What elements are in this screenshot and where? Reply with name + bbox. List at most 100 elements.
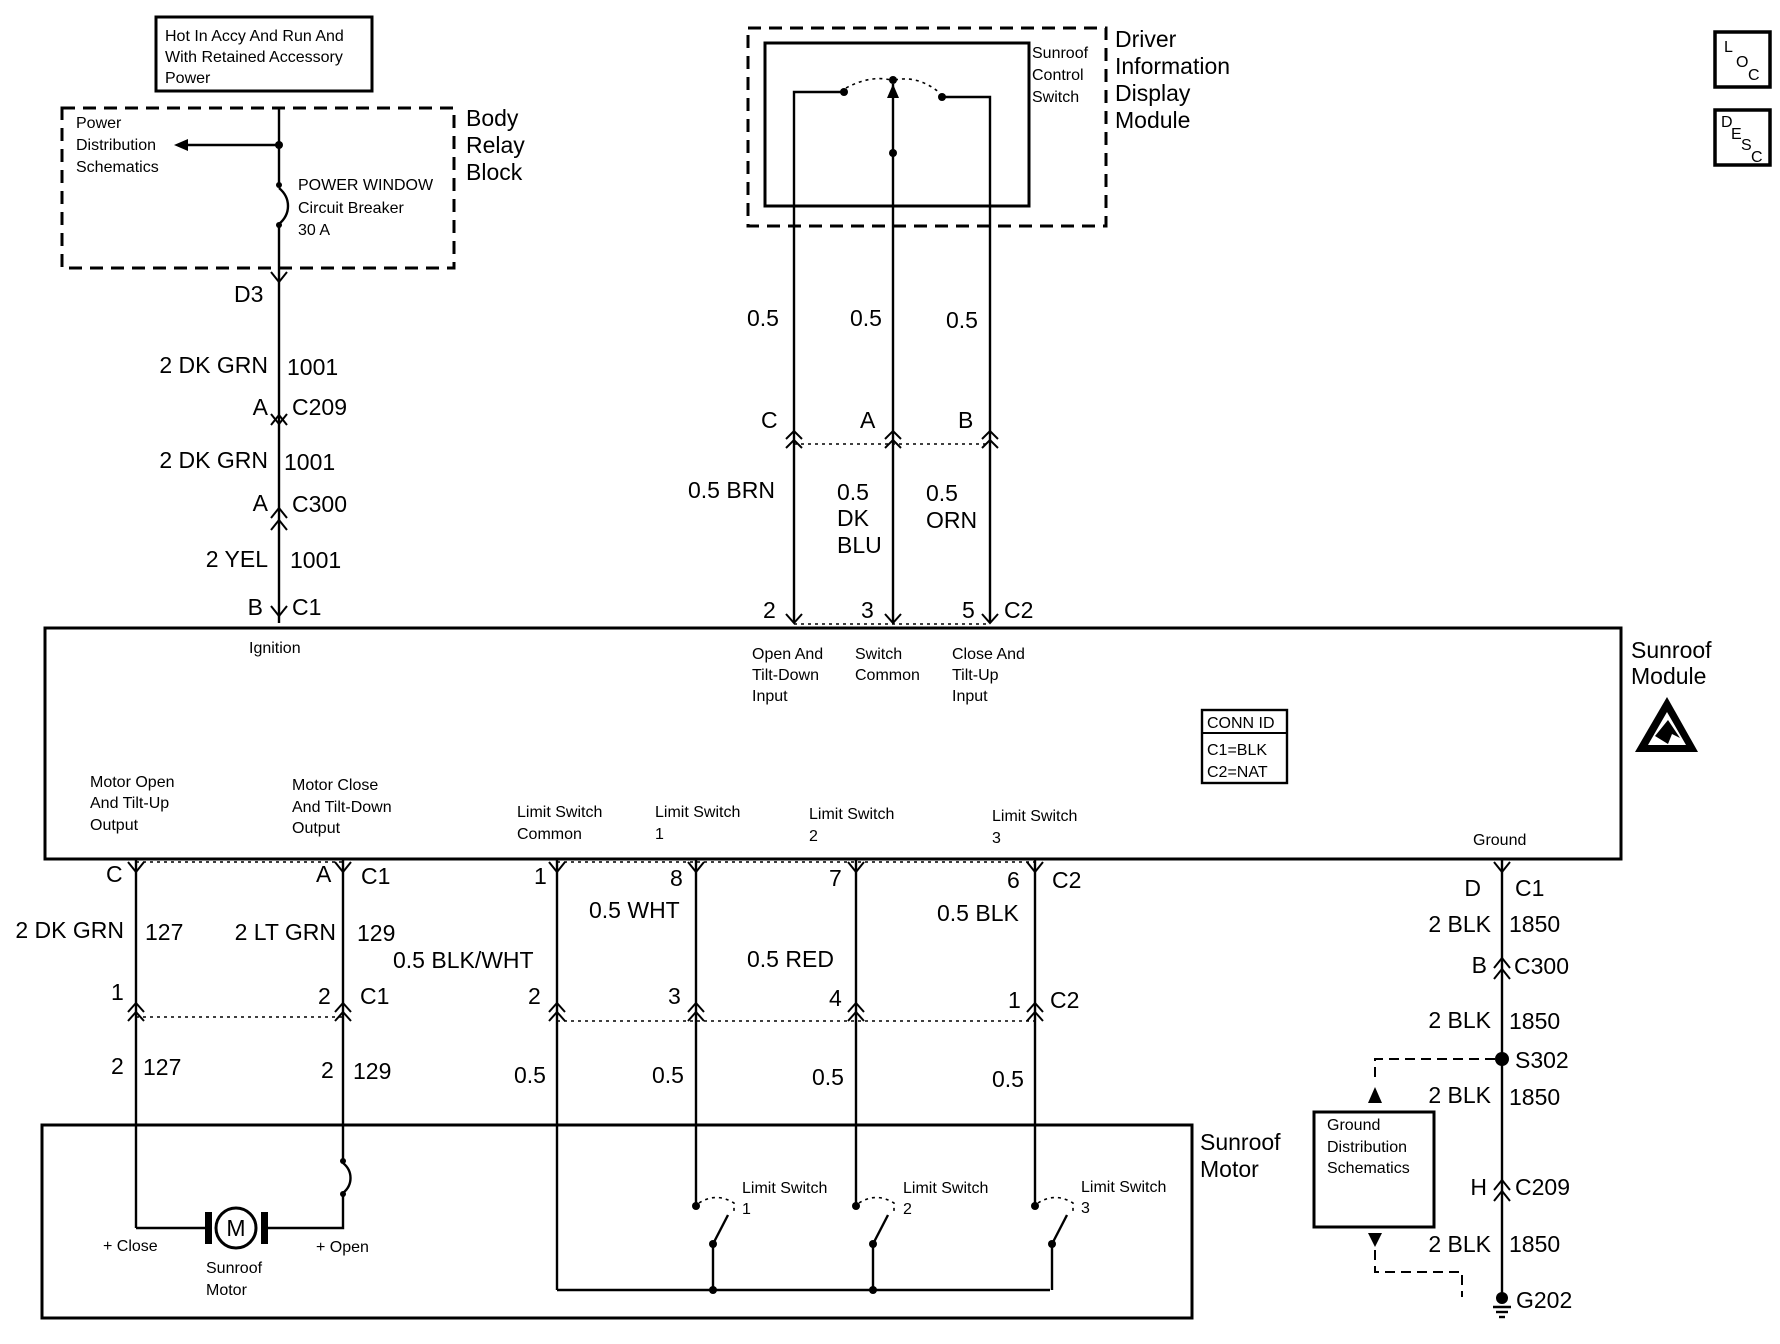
body-relay-title-3: Block (466, 159, 523, 185)
loc-icon[interactable]: L O C (1713, 30, 1772, 89)
desc-icon[interactable]: D E S C (1713, 108, 1772, 167)
c209-pin: A (253, 394, 269, 420)
power-note-line3: Power (165, 70, 211, 87)
esd-warning-icon (1635, 697, 1698, 752)
dim-wire-a-3: BLU (837, 532, 882, 558)
wire-129-color: 2 LT GRN (235, 919, 336, 945)
arrow-left-icon (174, 139, 188, 151)
loc-icon-c: C (1748, 67, 1760, 84)
ls-common-1: Limit Switch (517, 804, 602, 821)
switch-common-1: Switch (855, 646, 902, 663)
ground-c300-pin-b: B (1472, 952, 1487, 978)
motor-close-terminal: + Close (103, 1238, 158, 1255)
ls-common-gauge: 0.5 (514, 1062, 546, 1088)
conn-id-c2: C2=NAT (1207, 764, 1268, 781)
ground-circuit2: 1850 (1509, 1008, 1560, 1034)
dim-gauge-a: 0.5 (850, 305, 882, 331)
ground-dist-3: Schematics (1327, 1160, 1410, 1177)
power-distribution-3: Schematics (76, 159, 159, 176)
motor-c1-label: C1 (361, 863, 390, 889)
ls2-label-1: Limit Switch (809, 806, 894, 823)
ls2-label-2: 2 (809, 828, 818, 845)
dim-pin-b: B (958, 407, 973, 433)
motor-c1-pin-a: A (316, 861, 332, 887)
motor-label-2: Motor (206, 1282, 248, 1299)
wire-127-color: 2 DK GRN (15, 917, 124, 943)
sunroof-motor-title-1: Sunroof (1200, 1129, 1281, 1155)
c209-label: C209 (292, 394, 347, 420)
limit-switch-2-icon (852, 1196, 895, 1290)
c300-pin: A (253, 490, 269, 516)
motor-ls1-label-2: 1 (742, 1201, 751, 1218)
motor-close-3: Output (292, 820, 341, 837)
dim-title-2: Information (1115, 53, 1230, 79)
ground-circuit1: 1850 (1509, 911, 1560, 937)
ls3-gauge: 0.5 (992, 1066, 1024, 1092)
dim-title-3: Display (1115, 80, 1191, 106)
wire-129-circuit-lower: 129 (353, 1058, 391, 1084)
motor-ls2-label-1: Limit Switch (903, 1180, 988, 1197)
conn-id-c1: C1=BLK (1207, 742, 1267, 759)
d3-label: D3 (234, 281, 263, 307)
limit-switch-1-icon (692, 1196, 735, 1290)
wire-127-circuit-lower: 127 (143, 1054, 181, 1080)
dim-pin-c: C (761, 407, 778, 433)
breaker-line3: 30 A (298, 222, 330, 239)
desc-icon-e: E (1731, 126, 1742, 143)
dim-pin-a: A (860, 407, 876, 433)
dim-wire-a-2: DK (837, 505, 870, 531)
ls2-gauge: 0.5 (812, 1064, 844, 1090)
wire-129-gauge: 2 (321, 1057, 334, 1083)
motor-ls2-label-2: 2 (903, 1201, 912, 1218)
input-close-2: Tilt-Up (952, 667, 999, 684)
wire-ls3-color: 0.5 BLK (937, 900, 1019, 926)
inline-c2-pin-1: 1 (1008, 987, 1021, 1013)
input-close-1: Close And (952, 646, 1025, 663)
sunroof-module: Sunroof Module Open And Tilt-Down Input … (43, 626, 1712, 861)
motor-output-wires: C A C1 2 DK GRN 127 2 LT GRN 129 1 2 C1 … (15, 860, 395, 1228)
ignition-wire3-color: 2 YEL (206, 546, 268, 572)
inline-c2-pin-3: 3 (668, 983, 681, 1009)
motor-ls3-label-1: Limit Switch (1081, 1179, 1166, 1196)
dim-title-1: Driver (1115, 26, 1177, 52)
ground-c1-label: C1 (1515, 875, 1544, 901)
ls-c2-pin-8: 8 (670, 865, 683, 891)
loc-icon-l: L (1724, 39, 1733, 56)
c1-pin-b: B (248, 594, 263, 620)
motor-close-2: And Tilt-Down (292, 799, 392, 816)
ground-dist-2: Distribution (1327, 1139, 1407, 1156)
dim-wire-b-1: 0.5 (926, 480, 958, 506)
ls-common-2: Common (517, 826, 582, 843)
ground-circuit3: 1850 (1509, 1084, 1560, 1110)
module-c2-label: C2 (1004, 597, 1033, 623)
ground-pin-label: Ground (1473, 832, 1526, 849)
ls1-gauge: 0.5 (652, 1062, 684, 1088)
limit-switch-wires: 1 8 7 6 C2 0.5 WHT 0.5 BLK 0.5 BLK/WHT 0… (393, 860, 1081, 1290)
junction-dot (275, 141, 283, 149)
desc-icon-s: S (1741, 137, 1752, 154)
motor-label-1: Sunroof (206, 1260, 263, 1277)
desc-icon-d: D (1721, 114, 1733, 131)
ignition-circuit1: 1001 (287, 354, 338, 380)
dim-gauge-c: 0.5 (747, 305, 779, 331)
wire-127-gauge: 2 (111, 1053, 124, 1079)
driver-information-display-module: Driver Information Display Module Sunroo… (688, 26, 1230, 625)
ignition-pin-label: Ignition (249, 640, 301, 657)
motor-c1-pin-c: C (106, 861, 123, 887)
ground-circuit4: 1850 (1509, 1231, 1560, 1257)
motor-symbol: M (226, 1215, 245, 1241)
conn-id-table: CONN ID C1=BLK C2=NAT (1200, 708, 1289, 785)
c1-label-top: C1 (292, 594, 321, 620)
power-note-line2: With Retained Accessory (165, 49, 343, 66)
sunroof-motor-assembly: Sunroof Motor M + Close + Open Sunroof M… (40, 1123, 1281, 1320)
ground-c209-pin-h: H (1470, 1174, 1487, 1200)
conn-id-header: CONN ID (1207, 715, 1275, 732)
ls3-label-1: Limit Switch (992, 808, 1077, 825)
motor-breaker-icon (342, 1162, 352, 1194)
c300-label: C300 (292, 491, 347, 517)
circuit-breaker-icon (278, 187, 290, 225)
sunroof-switch-label-1: Sunroof (1032, 45, 1089, 62)
ground-g202-label: G202 (1516, 1287, 1572, 1313)
ignition-wire2-color: 2 DK GRN (159, 447, 268, 473)
